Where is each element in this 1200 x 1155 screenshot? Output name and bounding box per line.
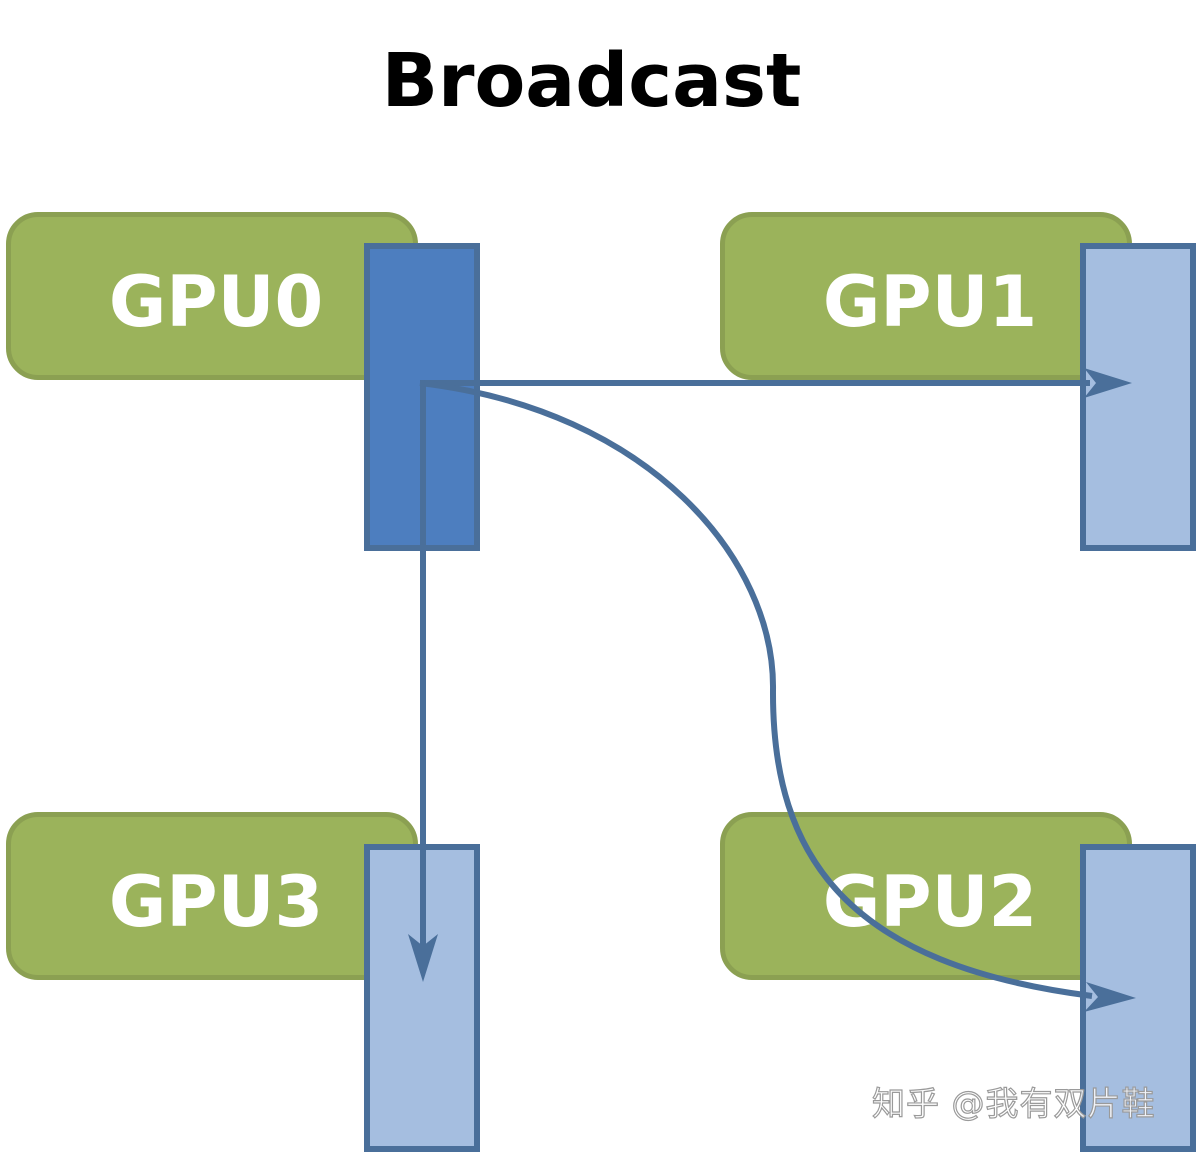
- gpu1-label: GPU1: [822, 261, 1038, 343]
- gpu3-node: [6, 812, 418, 980]
- arrowhead-gpu3: [408, 934, 438, 982]
- diagram-title: Broadcast: [381, 38, 802, 124]
- arrowhead-gpu1: [1084, 368, 1132, 398]
- gpu1-target-buffer: [1080, 243, 1196, 551]
- gpu2-label: GPU2: [822, 861, 1038, 943]
- gpu0-node: [6, 212, 418, 380]
- arrowhead-gpu2: [1084, 982, 1136, 1012]
- gpu0-label: GPU0: [108, 261, 324, 343]
- gpu3-label: GPU3: [108, 861, 324, 943]
- arrow-gpu0-to-gpu2: [419, 380, 1093, 999]
- watermark-text: 知乎 @我有双片鞋: [871, 1083, 1156, 1123]
